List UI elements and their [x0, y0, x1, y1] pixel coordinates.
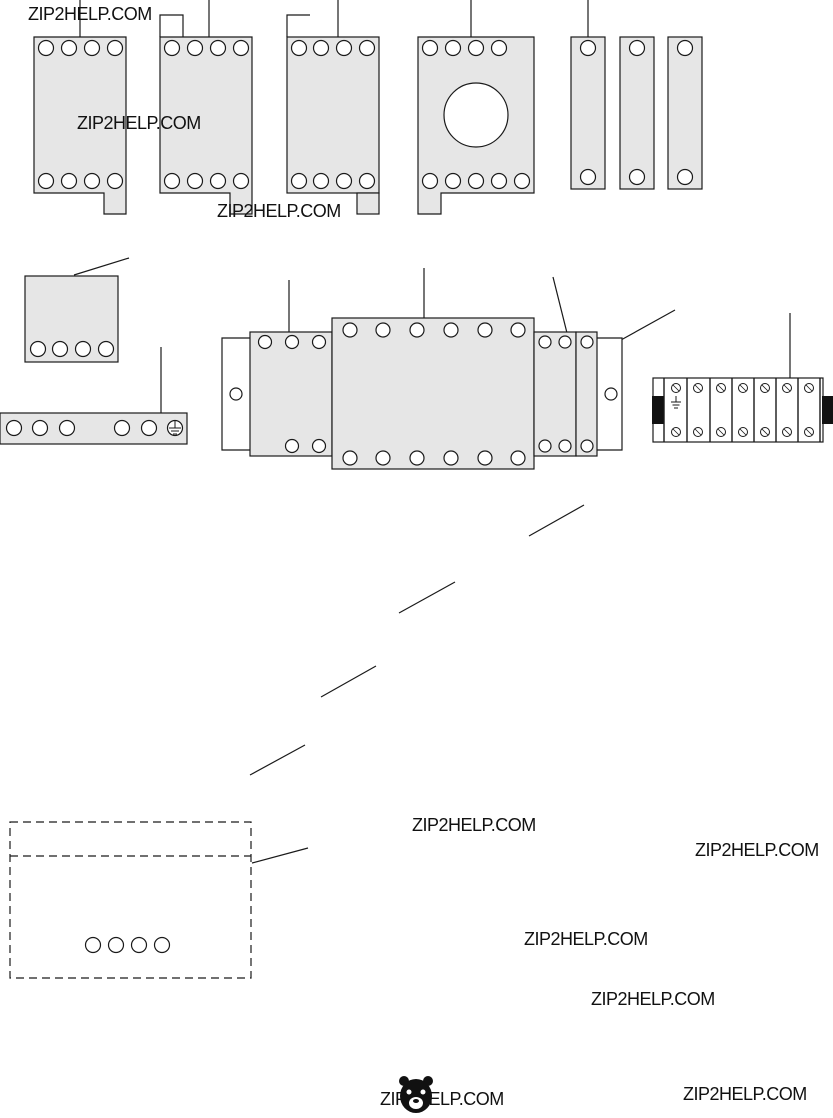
relay-2: [159, 0, 253, 215]
watermark-text: ZIP2HELP.COM: [77, 113, 201, 133]
din-rail-assembly: [221, 268, 676, 470]
bear-logo-icon: [399, 1076, 433, 1113]
watermark-text: ZIP2HELP.COM: [217, 201, 341, 221]
watermark-text: ZIP2HELP.COM: [695, 840, 819, 860]
ground-terminal-strip: [0, 347, 188, 445]
timer-module: [417, 0, 535, 215]
watermark-text: ZIP2HELP.COM: [28, 4, 152, 24]
ground-symbol-icon: [169, 421, 181, 435]
narrow-module-1: [570, 0, 606, 190]
terminal-block: [652, 313, 833, 443]
narrow-module-3: [667, 36, 703, 190]
ground-symbol-icon: [671, 396, 681, 409]
watermark-text: ZIP2HELP.COM: [412, 815, 536, 835]
watermark-text: ZIP2HELP.COM: [683, 1084, 807, 1104]
watermark-text: ZIP2HELP.COM: [524, 929, 648, 949]
leader-lines: [249, 504, 585, 864]
watermark-text: ZIP2HELP.COM: [591, 989, 715, 1009]
narrow-module-2: [619, 36, 655, 190]
dashed-outline-module: [9, 821, 252, 979]
small-module: [24, 257, 130, 363]
relay-1: [33, 0, 127, 215]
relay-3: [286, 0, 380, 215]
